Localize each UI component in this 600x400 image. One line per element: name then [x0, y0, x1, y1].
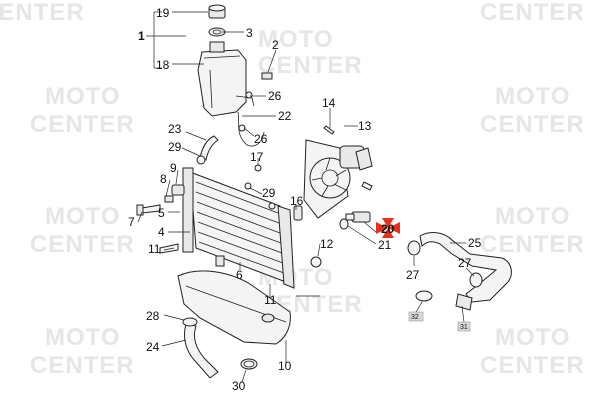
- callout-20[interactable]: 20: [381, 222, 395, 236]
- callout-12[interactable]: 12: [320, 237, 334, 251]
- highlight-arrow-icon: [382, 228, 394, 238]
- callout-16[interactable]: 16: [290, 194, 304, 208]
- screw: [323, 125, 335, 135]
- washer: [339, 218, 349, 230]
- hose-clamp: [407, 240, 421, 256]
- callout-17[interactable]: 17: [250, 150, 264, 164]
- clip: [268, 202, 276, 210]
- callout-10[interactable]: 10: [278, 359, 292, 373]
- thermo-switch: [345, 211, 371, 223]
- callout-5[interactable]: 5: [158, 206, 165, 220]
- callout-28[interactable]: 28: [146, 309, 160, 323]
- watermark-text: MOTO: [45, 324, 121, 351]
- callout-8[interactable]: 8: [160, 172, 167, 186]
- callout-32-box[interactable]: 32: [408, 311, 424, 322]
- callout-14[interactable]: 14: [322, 96, 336, 110]
- callout-32[interactable]: 32: [411, 314, 419, 321]
- callout-31[interactable]: 31: [460, 324, 468, 331]
- watermark-text: MOTO: [495, 324, 571, 351]
- watermark-text: MOTO: [258, 26, 334, 53]
- callout-3[interactable]: 3: [246, 26, 253, 40]
- expansion-tank: [197, 41, 255, 117]
- watermark-text: CENTER: [30, 352, 135, 379]
- watermark-text: CENTER: [480, 111, 585, 138]
- clip: [244, 182, 252, 190]
- bushing: [164, 195, 174, 203]
- watermark-layer: CENTER CENTER MOTO CENTER MOTO CENTER MO…: [0, 0, 585, 379]
- callout-6[interactable]: 6: [236, 268, 243, 282]
- parts-drawing: [136, 4, 512, 379]
- watermark-text: CENTER: [30, 231, 135, 258]
- callout-26[interactable]: 26: [254, 132, 268, 146]
- callout-4[interactable]: 4: [158, 225, 165, 239]
- callout-1[interactable]: 1: [138, 29, 145, 43]
- watermark-text: CENTER: [480, 0, 585, 26]
- callout-25[interactable]: 25: [468, 236, 482, 250]
- highlight-arrow-icon: [376, 222, 388, 234]
- callout-18[interactable]: 18: [156, 58, 170, 72]
- callout-31-box[interactable]: 31: [457, 321, 471, 332]
- watermark-text: MOTO: [45, 83, 121, 110]
- callout-11[interactable]: 11: [264, 293, 277, 307]
- bolt-head: [136, 204, 144, 216]
- spacer: [215, 255, 225, 267]
- bolt: [159, 243, 179, 254]
- watermark-text: CENTER: [0, 0, 85, 26]
- rubber-grommet: [171, 184, 185, 196]
- callout-23[interactable]: 23: [168, 122, 182, 136]
- watermark-text: CENTER: [30, 111, 135, 138]
- highlight-arrow-icon: [382, 218, 394, 228]
- radiator: [182, 167, 295, 289]
- breather-hose: [237, 111, 265, 147]
- hose-clamp: [240, 358, 258, 370]
- callout-24[interactable]: 24: [146, 340, 160, 354]
- hose-clamp: [245, 91, 253, 99]
- callout-13[interactable]: 13: [358, 119, 372, 133]
- tank-cap: [208, 4, 226, 19]
- callout-labels: 19 1 3 18 2 26 22 26 14 13 23 17 29 9 8 …: [128, 6, 482, 393]
- lower-hose: [183, 323, 219, 379]
- callout-11[interactable]: 11: [148, 242, 161, 256]
- tank-screw: [261, 72, 273, 80]
- callout-19[interactable]: 19: [156, 6, 170, 20]
- watermark-text: MOTO: [45, 203, 121, 230]
- callout-29[interactable]: 29: [168, 140, 182, 154]
- screw: [361, 181, 373, 191]
- hose-clamp: [196, 155, 206, 165]
- callout-2[interactable]: 2: [272, 38, 279, 52]
- hose-clamp: [469, 272, 483, 288]
- callout-27[interactable]: 27: [458, 256, 472, 270]
- leader-lines: [137, 11, 475, 383]
- hose-clip: [415, 290, 433, 302]
- callout-21[interactable]: 21: [378, 238, 392, 252]
- radiator-lower-shroud: [177, 270, 291, 345]
- callout-20-highlight[interactable]: 20: [376, 218, 400, 238]
- callout-26[interactable]: 26: [268, 89, 282, 103]
- spacer: [293, 205, 303, 221]
- callout-30[interactable]: 30: [232, 379, 246, 393]
- cooling-fan: [303, 139, 373, 219]
- highlight-arrow-icon: [388, 222, 400, 234]
- watermark-text: CENTER: [258, 52, 363, 79]
- watermark-text: MOTO: [495, 203, 571, 230]
- callout-9[interactable]: 9: [170, 161, 177, 175]
- watermark-text: CENTER: [480, 352, 585, 379]
- upper-hose: [199, 135, 219, 161]
- coolant-hose: [419, 232, 512, 303]
- callout-22[interactable]: 22: [278, 109, 292, 123]
- watermark-text: CENTER: [480, 231, 585, 258]
- hose-clamp: [182, 317, 198, 327]
- hose-end: [455, 293, 473, 311]
- watermark-text: MOTO: [495, 83, 571, 110]
- callout-27[interactable]: 27: [406, 268, 420, 282]
- callout-29[interactable]: 29: [262, 186, 276, 200]
- drain-plug: [310, 256, 322, 268]
- callout-7[interactable]: 7: [128, 215, 135, 229]
